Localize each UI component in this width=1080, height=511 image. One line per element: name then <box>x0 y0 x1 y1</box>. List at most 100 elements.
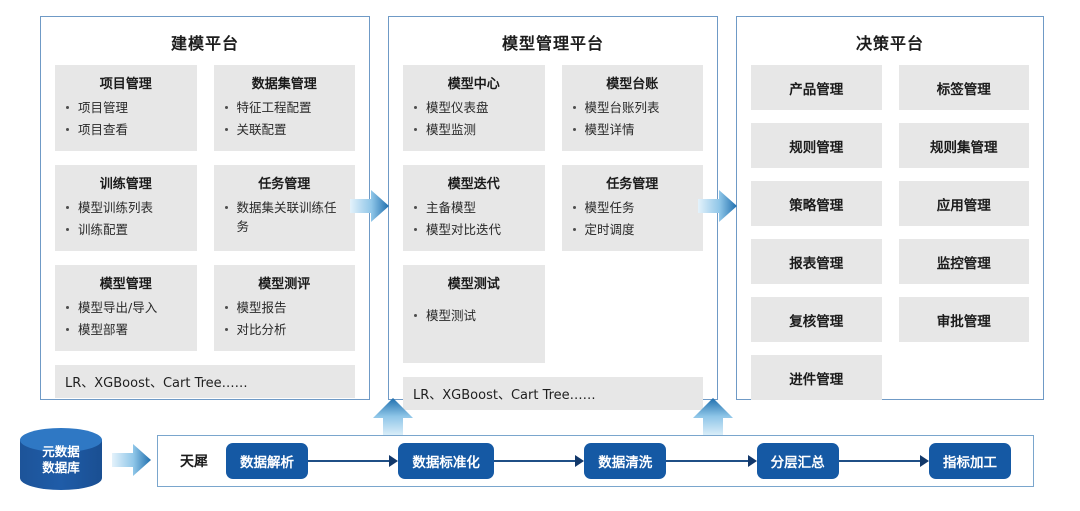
list-item[interactable]: 项目管理 <box>64 98 188 117</box>
list-item[interactable]: 模型对比迭代 <box>412 220 536 239</box>
list-item[interactable]: 训练配置 <box>64 220 188 239</box>
panel-model-management-platform: 模型管理平台 模型中心 模型仪表盘 模型监测 模型台账 模型台账列表 模型详情 <box>388 16 718 410</box>
list-item[interactable]: 模型仪表盘 <box>412 98 536 117</box>
card-project-management[interactable]: 项目管理 项目管理 项目查看 <box>55 65 197 151</box>
pipeline-connector-4 <box>838 455 929 467</box>
arrow-modeling-to-model-management <box>350 190 389 222</box>
tile-label-management[interactable]: 标签管理 <box>898 65 1029 110</box>
card-title: 模型测评 <box>258 277 311 292</box>
card-title: 模型迭代 <box>447 177 500 192</box>
modeling-row-2: 训练管理 模型训练列表 训练配置 任务管理 数据集关联训练任务 <box>55 165 355 251</box>
tile-product-management[interactable]: 产品管理 <box>751 65 882 110</box>
card-item-list: 模型仪表盘 模型监测 <box>412 98 536 139</box>
list-item[interactable]: 模型导出/导入 <box>64 298 188 317</box>
tile-review-management[interactable]: 复核管理 <box>751 297 882 342</box>
tile-intake-management[interactable]: 进件管理 <box>751 355 882 400</box>
model-mgmt-row-2: 模型迭代 主备模型 模型对比迭代 任务管理 模型任务 定时调度 <box>403 165 703 251</box>
panel-title-model-management: 模型管理平台 <box>501 34 604 53</box>
list-item[interactable]: 项目查看 <box>64 120 188 139</box>
card-title: 任务管理 <box>606 177 659 192</box>
list-item[interactable]: 模型监测 <box>412 120 536 139</box>
decision-tile-grid: 产品管理 标签管理 规则管理 规则集管理 策略管理 应用管理 报表管理 监控管理… <box>737 65 1043 400</box>
tile-monitoring-management[interactable]: 监控管理 <box>898 239 1029 284</box>
card-item-list: 模型任务 定时调度 <box>571 198 695 239</box>
tile-approval-management[interactable]: 审批管理 <box>898 297 1029 342</box>
pipeline-system-label: 天犀 <box>180 454 208 470</box>
card-task-management-2[interactable]: 任务管理 模型任务 定时调度 <box>561 165 703 251</box>
pipeline-step-data-standardization[interactable]: 数据标准化 <box>398 443 494 479</box>
card-title: 数据集管理 <box>251 77 317 92</box>
card-model-test[interactable]: 模型测试 模型测试 <box>403 265 545 363</box>
modeling-box-grid: 项目管理 项目管理 项目查看 数据集管理 特征工程配置 关联配置 训练管理 <box>41 65 369 351</box>
pipeline-connector-2 <box>493 455 585 467</box>
panel-title-decision: 决策平台 <box>855 34 924 53</box>
card-placeholder <box>562 265 704 363</box>
card-title: 训练管理 <box>99 177 152 192</box>
card-model-ledger[interactable]: 模型台账 模型台账列表 模型详情 <box>561 65 703 151</box>
list-item[interactable]: 模型部署 <box>64 320 188 339</box>
card-title: 项目管理 <box>99 77 152 92</box>
card-model-center[interactable]: 模型中心 模型仪表盘 模型监测 <box>403 65 545 151</box>
list-item[interactable]: 主备模型 <box>412 198 536 217</box>
pipeline-connector-3 <box>666 455 757 467</box>
pipeline-step-data-cleaning[interactable]: 数据清洗 <box>584 443 667 479</box>
model-mgmt-row-1: 模型中心 模型仪表盘 模型监测 模型台账 模型台账列表 模型详情 <box>403 65 703 151</box>
database-icon <box>20 428 102 490</box>
pipeline-step-metric-processing[interactable]: 指标加工 <box>929 443 1011 479</box>
list-item[interactable]: 特征工程配置 <box>223 98 347 117</box>
card-item-list: 模型测试 <box>412 306 536 325</box>
list-item[interactable]: 模型训练列表 <box>64 198 188 217</box>
card-model-management[interactable]: 模型管理 模型导出/导入 模型部署 <box>55 265 197 351</box>
card-item-list: 模型训练列表 训练配置 <box>64 198 188 239</box>
card-item-list: 特征工程配置 关联配置 <box>223 98 347 139</box>
list-item[interactable]: 模型详情 <box>571 120 695 139</box>
arrow-model-management-to-decision <box>698 190 737 222</box>
panel-title-modeling: 建模平台 <box>170 34 239 53</box>
card-item-list: 模型台账列表 模型详情 <box>571 98 695 139</box>
card-item-list: 项目管理 项目查看 <box>64 98 188 139</box>
card-model-evaluation[interactable]: 模型测评 模型报告 对比分析 <box>213 265 355 351</box>
tile-application-management[interactable]: 应用管理 <box>898 181 1029 226</box>
list-item[interactable]: 数据集关联训练任务 <box>223 198 347 236</box>
card-dataset-management[interactable]: 数据集管理 特征工程配置 关联配置 <box>213 65 355 151</box>
list-item[interactable]: 模型报告 <box>223 298 347 317</box>
card-title: 模型中心 <box>447 77 500 92</box>
model-mgmt-box-grid: 模型中心 模型仪表盘 模型监测 模型台账 模型台账列表 模型详情 模型迭代 <box>389 65 717 363</box>
tile-report-management[interactable]: 报表管理 <box>751 239 882 284</box>
card-item-list: 主备模型 模型对比迭代 <box>412 198 536 239</box>
pipeline-connector-1 <box>308 455 399 467</box>
modeling-row-3: 模型管理 模型导出/导入 模型部署 模型测评 模型报告 对比分析 <box>55 265 355 351</box>
data-processing-pipeline: 天犀 数据解析 数据标准化 数据清洗 分层汇总 指标加工 <box>157 435 1034 487</box>
card-item-list: 模型报告 对比分析 <box>223 298 347 339</box>
panel-modeling-platform: 建模平台 项目管理 项目管理 项目查看 数据集管理 特征工程配置 关联配置 <box>40 16 370 400</box>
panel-decision-platform: 决策平台 产品管理 标签管理 规则管理 规则集管理 策略管理 应用管理 报表管理… <box>736 16 1044 400</box>
card-title: 模型管理 <box>99 277 152 292</box>
list-item[interactable]: 模型台账列表 <box>571 98 695 117</box>
arrow-pipeline-to-model-management <box>693 398 733 439</box>
card-training-management[interactable]: 训练管理 模型训练列表 训练配置 <box>55 165 197 251</box>
list-item[interactable]: 关联配置 <box>223 120 347 139</box>
pipeline-step-data-parsing[interactable]: 数据解析 <box>226 443 308 479</box>
card-title: 模型测试 <box>447 277 500 292</box>
list-item[interactable]: 对比分析 <box>223 320 347 339</box>
list-item[interactable]: 模型任务 <box>571 198 695 217</box>
list-item[interactable]: 定时调度 <box>571 220 695 239</box>
card-item-list: 模型导出/导入 模型部署 <box>64 298 188 339</box>
card-model-iteration[interactable]: 模型迭代 主备模型 模型对比迭代 <box>403 165 545 251</box>
pipeline-step-layered-aggregation[interactable]: 分层汇总 <box>756 443 839 479</box>
tile-ruleset-management[interactable]: 规则集管理 <box>898 123 1029 168</box>
tile-rule-management[interactable]: 规则管理 <box>751 123 882 168</box>
list-item[interactable]: 模型测试 <box>412 306 536 325</box>
card-title: 任务管理 <box>258 177 311 192</box>
algorithms-footer-model-management: LR、XGBoost、Cart Tree…… <box>403 377 703 410</box>
card-task-management[interactable]: 任务管理 数据集关联训练任务 <box>213 165 355 251</box>
modeling-row-1: 项目管理 项目管理 项目查看 数据集管理 特征工程配置 关联配置 <box>55 65 355 151</box>
algorithms-footer-modeling: LR、XGBoost、Cart Tree…… <box>55 365 355 398</box>
arrow-pipeline-to-modeling <box>373 398 413 439</box>
model-mgmt-row-3: 模型测试 模型测试 <box>403 265 703 363</box>
tile-empty-slot <box>899 355 1030 400</box>
metadata-database-cylinder: 元数据 数据库 <box>18 428 104 490</box>
arrow-database-to-pipeline <box>112 444 151 476</box>
tile-strategy-management[interactable]: 策略管理 <box>751 181 882 226</box>
